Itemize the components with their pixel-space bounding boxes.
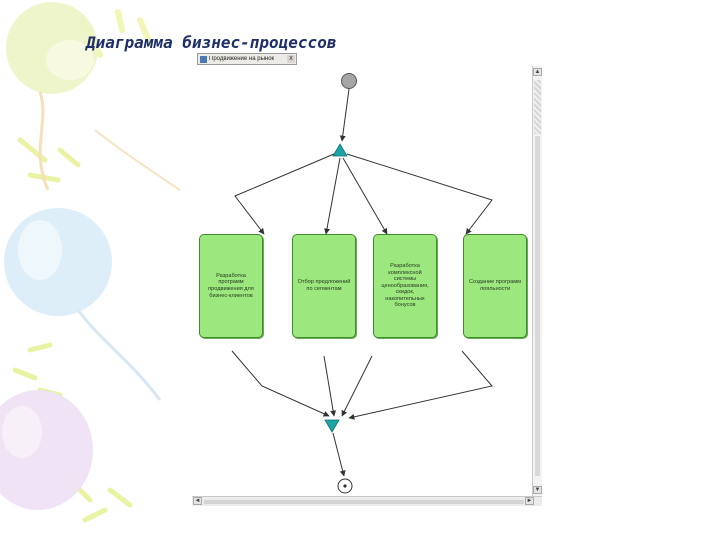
task-label: Создание программ лояльности (469, 279, 521, 292)
flow-split-1 (234, 153, 335, 235)
close-icon[interactable]: x (287, 55, 295, 63)
vertical-scroll-thumb[interactable] (534, 80, 541, 134)
task-2[interactable]: Отбор предложений по сегментам (292, 234, 356, 338)
scroll-down-button[interactable]: ▼ (533, 486, 542, 494)
flow-join-to-end (332, 432, 346, 477)
end-event-dot (343, 484, 347, 488)
diagram-window: Продвижение на рынок x Разработка (192, 52, 544, 508)
vertical-scroll-track[interactable] (535, 136, 540, 476)
flow-join-2 (323, 355, 337, 417)
task-label: Разработка комплексной системы ценообраз… (381, 262, 429, 309)
horizontal-scroll-track[interactable] (204, 500, 524, 504)
flow-start-to-split (339, 88, 350, 142)
start-event[interactable] (341, 73, 357, 89)
task-3[interactable]: Разработка комплексной системы ценообраз… (373, 234, 437, 338)
diagram-canvas (231, 73, 493, 494)
flow-split-3 (342, 157, 388, 235)
scroll-left-button[interactable]: ◄ (193, 497, 202, 505)
scroll-up-button[interactable]: ▲ (533, 68, 542, 76)
diagram-icon (200, 55, 207, 63)
tab-diagram[interactable]: Продвижение на рынок x (197, 53, 297, 65)
task-label: Разработка программ продвижения для бизн… (208, 272, 254, 299)
flow-split-2 (324, 157, 341, 235)
slide-title: Диаграмма бизнес-процессов (86, 33, 337, 52)
tab-label: Продвижение на рынок (209, 56, 275, 62)
flow-split-4 (346, 153, 493, 235)
scroll-right-button[interactable]: ► (525, 497, 534, 505)
task-1[interactable]: Разработка программ продвижения для бизн… (199, 234, 263, 338)
horizontal-scrollbar[interactable]: ◄ ► (192, 496, 542, 506)
flow-join-4 (348, 350, 493, 420)
vertical-scrollbar[interactable]: ▲ ▼ (532, 66, 542, 496)
split-gateway[interactable] (332, 143, 348, 157)
flow-join-3 (341, 355, 373, 417)
flow-join-1 (231, 350, 330, 417)
join-gateway[interactable] (324, 419, 340, 433)
task-4[interactable]: Создание программ лояльности (463, 234, 527, 338)
task-label: Отбор предложений по сегментам (297, 279, 351, 292)
